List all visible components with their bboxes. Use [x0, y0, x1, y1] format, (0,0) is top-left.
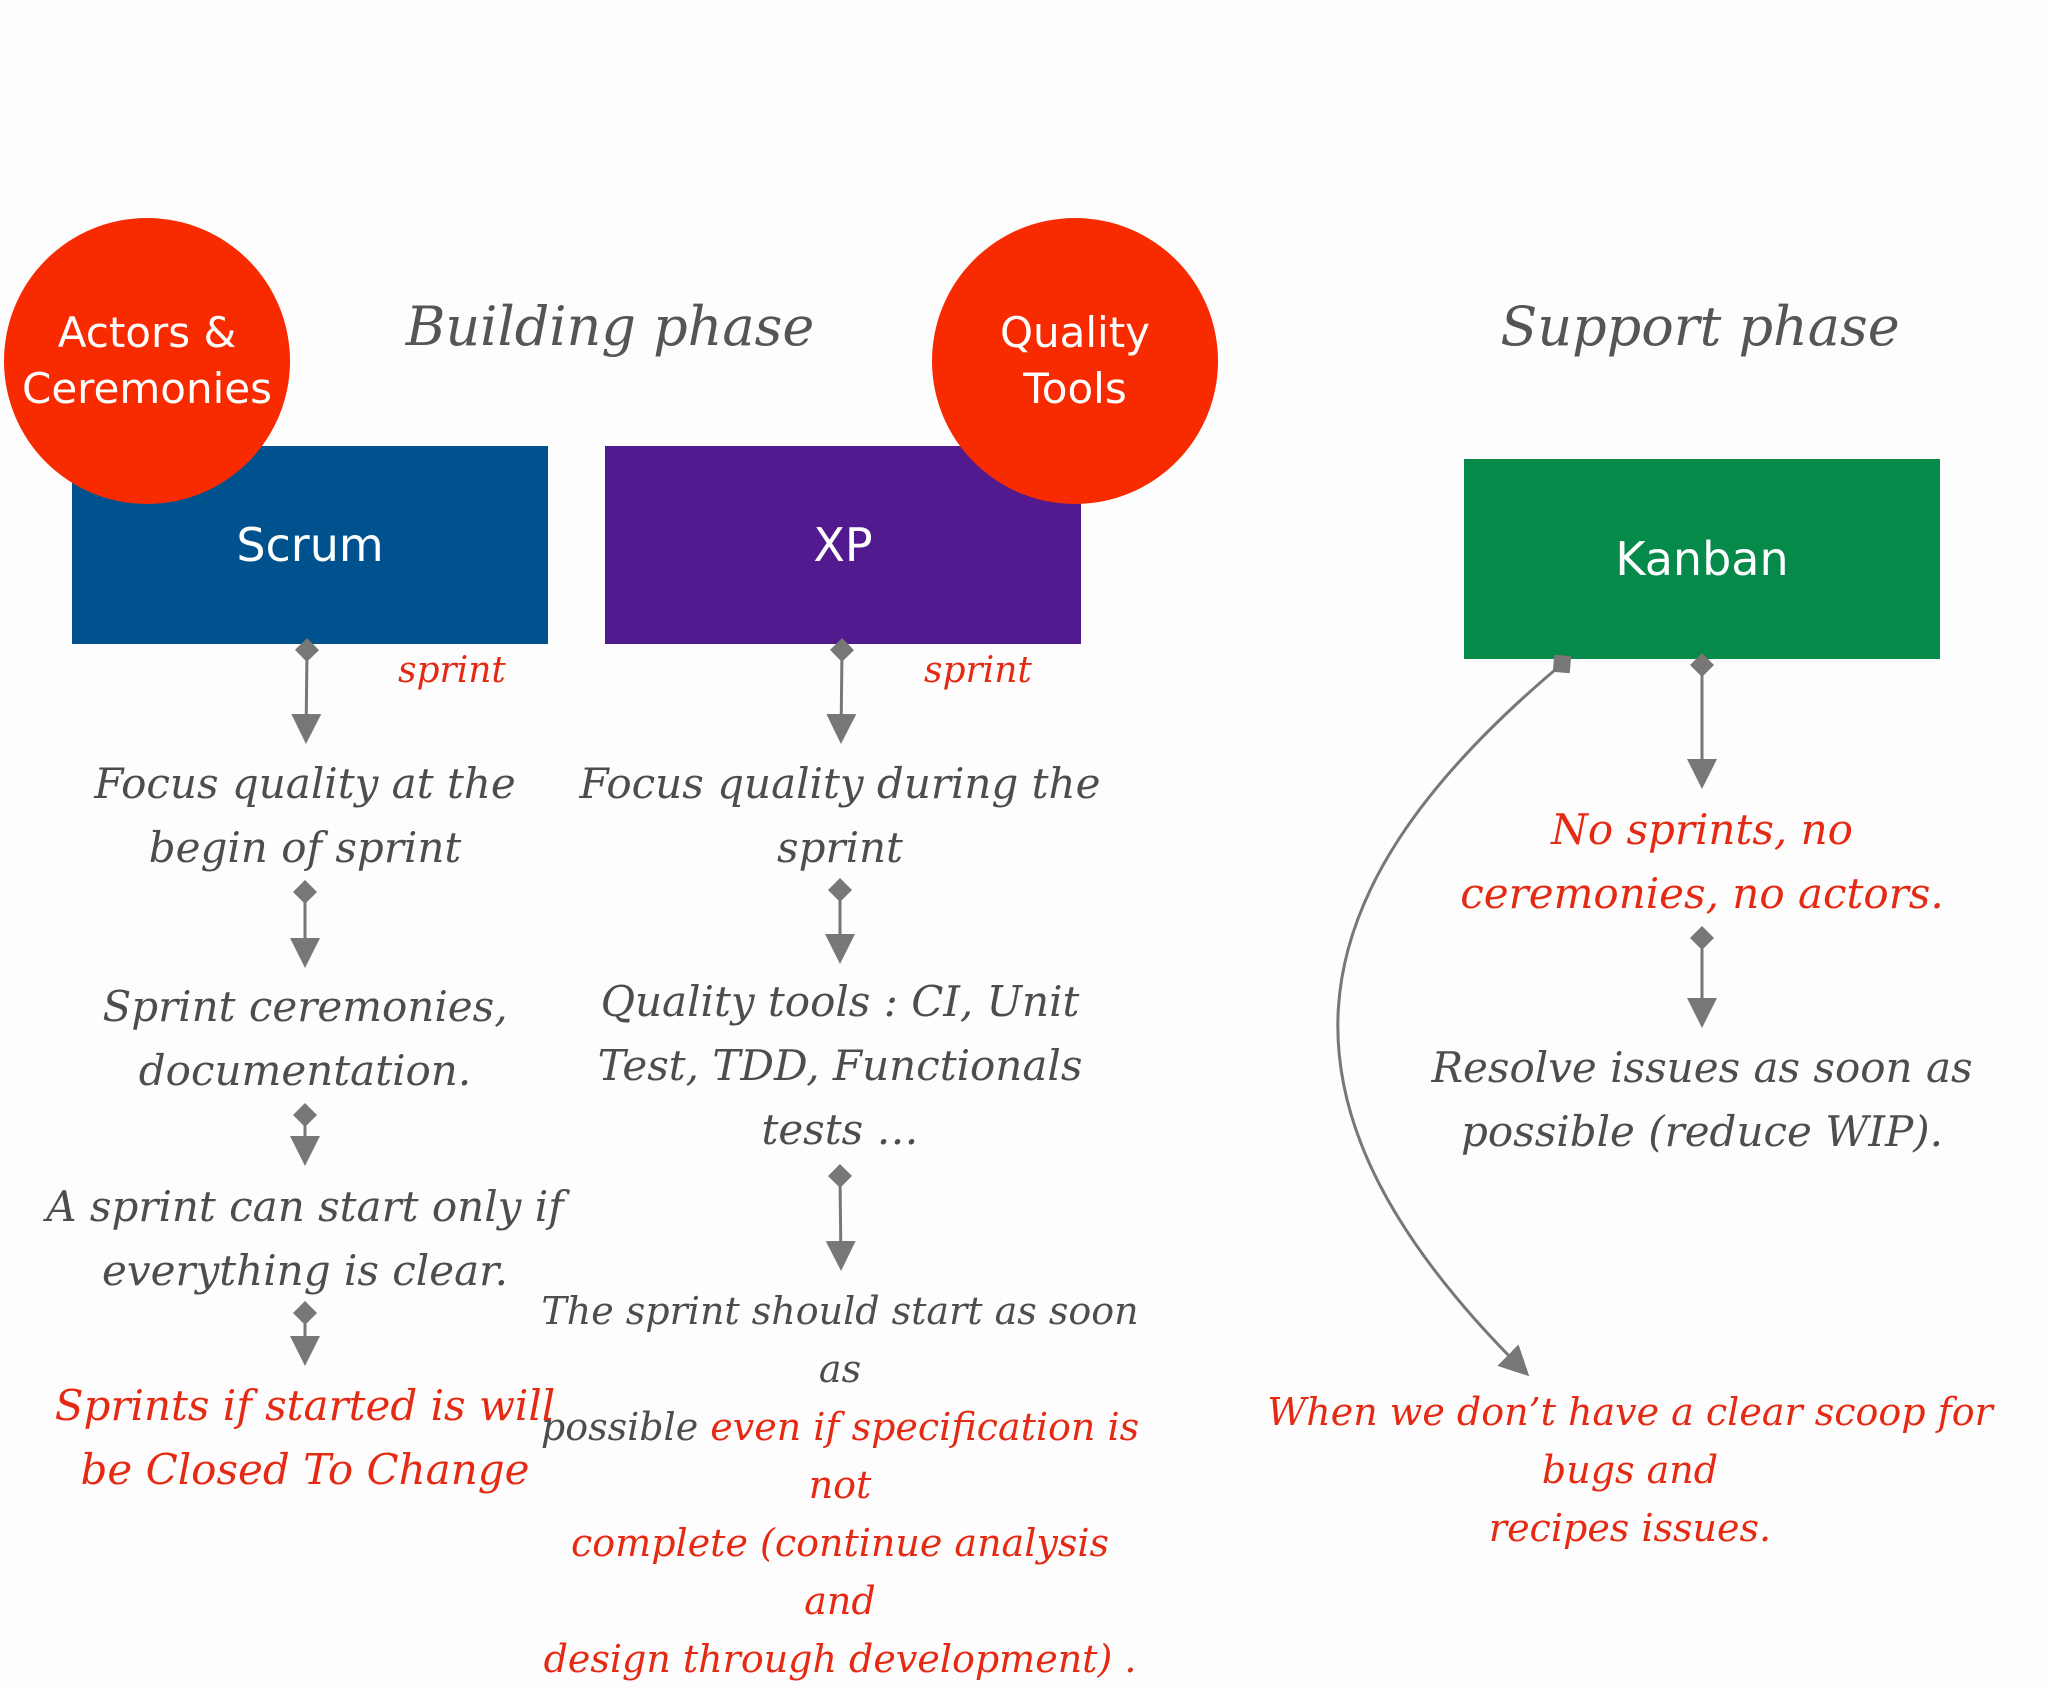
kanban-curved-arrow: [1336, 654, 1572, 1377]
xp-step-2-line1: Quality tools : CI, Unit: [600, 977, 1080, 1026]
kanban-step-2-line1: Resolve issues as soon as: [1431, 1043, 1973, 1092]
kanban-label: Kanban: [1615, 532, 1789, 586]
building-phase-title: Building phase: [405, 295, 815, 358]
scrum-step-3-line2: everything is clear.: [102, 1246, 508, 1295]
xp-step-3-line2-red: even if specification is not: [710, 1405, 1140, 1507]
quality-badge-line2: Tools: [1023, 364, 1127, 413]
xp-sprint-label: sprint: [924, 650, 1032, 691]
xp-label: XP: [813, 518, 873, 572]
xp-arrow-1: [826, 638, 857, 744]
scrum-step-1: Focus quality at the begin of sprint: [40, 752, 570, 880]
xp-step-1: Focus quality during the sprint: [565, 752, 1115, 880]
scrum-step-1-line1: Focus quality at the: [94, 759, 516, 808]
kanban-step-1: No sprints, no ceremonies, no actors.: [1420, 798, 1984, 926]
scrum-step-4-line1: Sprints if started is will: [54, 1381, 556, 1430]
kanban-step-2: Resolve issues as soon as possible (redu…: [1420, 1036, 1984, 1164]
kanban-step-3-line1: When we don’t have a clear scoop for bug…: [1267, 1390, 1993, 1492]
scrum-step-3-line1: A sprint can start only if: [46, 1182, 564, 1231]
quality-tools-badge: Quality Tools: [932, 218, 1218, 504]
kanban-step-1-line2: ceremonies, no actors.: [1460, 869, 1944, 918]
xp-step-2-line3: tests …: [761, 1105, 919, 1154]
xp-step-3-line2-gray: possible: [540, 1405, 711, 1449]
xp-step-3-line4: design through development) .: [543, 1637, 1137, 1681]
scrum-step-2-line1: Sprint ceremonies,: [102, 982, 508, 1031]
scrum-step-4-line2: be Closed To Change: [80, 1445, 530, 1494]
xp-step-3-line2: possible even if specification is not: [540, 1398, 1140, 1514]
scrum-arrow-1: [291, 638, 322, 744]
xp-step-2-line2: Test, TDD, Functionals: [597, 1041, 1083, 1090]
xp-step-3-line1: The sprint should start as soon as: [541, 1289, 1139, 1391]
quality-badge-line1: Quality: [999, 308, 1151, 357]
scrum-sprint-label: sprint: [398, 650, 506, 691]
scrum-step-2: Sprint ceremonies, documentation.: [40, 975, 570, 1103]
xp-step-1-line1: Focus quality during the: [579, 759, 1101, 808]
xp-step-3: The sprint should start as soon as possi…: [540, 1282, 1140, 1688]
scrum-step-2-line2: documentation.: [138, 1046, 472, 1095]
kanban-step-3: When we don’t have a clear scoop for bug…: [1230, 1383, 2030, 1557]
scrum-step-4: Sprints if started is will be Closed To …: [40, 1374, 570, 1502]
actors-ceremonies-badge: Actors & Ceremonies: [4, 218, 290, 504]
xp-arrow-3: [825, 1164, 856, 1271]
actors-badge-line1: Actors &: [57, 308, 237, 357]
actors-badge-line2: Ceremonies: [22, 364, 272, 413]
xp-step-1-line2: sprint: [777, 823, 903, 872]
scrum-step-3: A sprint can start only if everything is…: [40, 1175, 570, 1303]
xp-step-2: Quality tools : CI, Unit Test, TDD, Func…: [565, 970, 1115, 1162]
scrum-label: Scrum: [236, 518, 384, 572]
kanban-box: Kanban: [1464, 459, 1940, 659]
kanban-step-2-line2: possible (reduce WIP).: [1461, 1107, 1943, 1156]
xp-step-3-line3: complete (continue analysis and: [571, 1521, 1109, 1623]
kanban-step-3-line2: recipes issues.: [1488, 1506, 1772, 1550]
scrum-step-1-line2: begin of sprint: [148, 823, 462, 872]
support-phase-title: Support phase: [1500, 295, 1900, 358]
kanban-step-1-line1: No sprints, no: [1551, 805, 1853, 854]
